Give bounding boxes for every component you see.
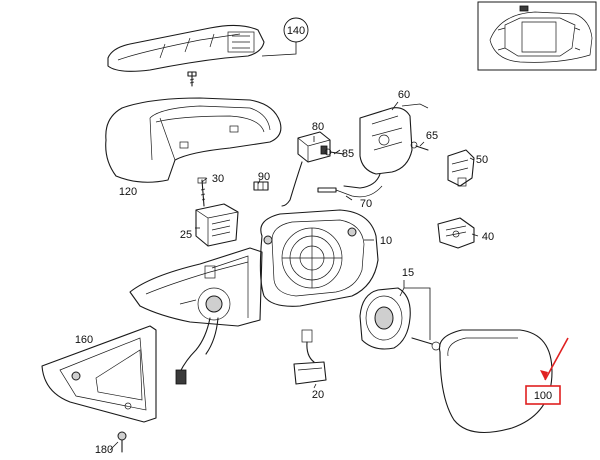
adjuster-motor-25[interactable] xyxy=(195,203,239,247)
sensor-50[interactable] xyxy=(447,149,475,187)
component-80[interactable] xyxy=(281,131,331,207)
mirror-housing-10[interactable] xyxy=(259,209,379,307)
mirror-cover-120[interactable] xyxy=(105,97,282,183)
label-65: 65 xyxy=(426,130,438,142)
label-120: 120 xyxy=(119,186,137,198)
screw-30 xyxy=(197,177,207,207)
leader-lines xyxy=(109,42,479,451)
highlight-arrow xyxy=(540,337,569,381)
cable-70 xyxy=(317,185,383,198)
label-10: 10 xyxy=(380,235,392,247)
triangle-trim-160[interactable] xyxy=(41,325,157,423)
label-180: 180 xyxy=(95,444,113,456)
label-60: 60 xyxy=(398,89,410,101)
label-15: 15 xyxy=(402,267,414,279)
bracket-40[interactable] xyxy=(437,217,475,249)
label-40: 40 xyxy=(482,231,494,243)
screw-180 xyxy=(117,431,127,453)
label-70: 70 xyxy=(360,198,372,210)
vehicle-locator-inset xyxy=(477,1,597,71)
clip-90 xyxy=(253,181,269,191)
mirror-base-bracket xyxy=(129,247,263,385)
mirror-glass-100[interactable] xyxy=(438,329,553,433)
label-160: 160 xyxy=(75,334,93,346)
label-140: 140 xyxy=(287,25,305,37)
screw-140 xyxy=(187,71,197,87)
label-90: 90 xyxy=(258,171,270,183)
label-30: 30 xyxy=(212,173,224,185)
label-80: 80 xyxy=(312,121,324,133)
label-50: 50 xyxy=(476,154,488,166)
label-20: 20 xyxy=(312,389,324,401)
label-25: 25 xyxy=(180,229,192,241)
label-85: 85 xyxy=(342,148,354,160)
connector-20[interactable] xyxy=(293,329,327,385)
label-100: 100 xyxy=(534,390,552,402)
turn-signal-lamp-140[interactable] xyxy=(107,24,265,72)
screw-65 xyxy=(410,141,429,151)
highlight-box-100 xyxy=(525,385,561,405)
adjuster-disc-15[interactable] xyxy=(359,287,441,351)
screw-85 xyxy=(324,148,345,156)
bracket-60[interactable] xyxy=(343,103,429,189)
part-labels: 140 120 30 90 80 85 60 65 50 40 70 10 25… xyxy=(75,17,561,456)
